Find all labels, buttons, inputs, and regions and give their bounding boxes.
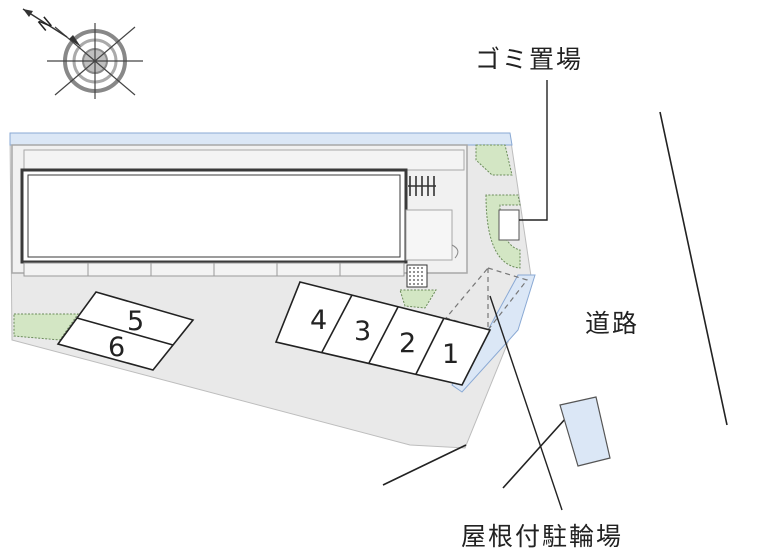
unit-dividers — [23, 262, 405, 277]
parking-numbers: 1 2 3 4 5 6 — [108, 305, 459, 370]
parking-space-6: 6 — [108, 332, 125, 363]
building-annex — [405, 209, 453, 261]
utility-box — [406, 264, 428, 288]
road-edge-strip — [559, 396, 611, 467]
parking-space-2: 2 — [399, 328, 416, 359]
road-lines — [382, 111, 728, 489]
parking-space-1: 1 — [442, 339, 459, 370]
garbage-label: ゴミ置場 — [475, 45, 583, 74]
garbage-area — [498, 209, 520, 241]
boundary-strip-top — [9, 132, 513, 146]
compass-north-label: N — [34, 13, 55, 35]
parking-space-4: 4 — [310, 305, 327, 336]
building — [20, 168, 408, 264]
parking-group-1-4 — [274, 281, 492, 386]
parking-space-3: 3 — [354, 316, 371, 347]
leader-lines — [489, 80, 563, 511]
building-upper — [23, 149, 465, 171]
bike-parking-area — [444, 267, 529, 331]
bike-parking-label: 屋根付駐輪場 — [461, 522, 623, 551]
parking-group-5-6 — [56, 291, 195, 371]
stairs-icon — [408, 176, 436, 196]
compass-rose-icon — [22, 8, 143, 99]
parking-space-5: 5 — [127, 306, 144, 337]
road-label: 道路 — [585, 309, 639, 338]
